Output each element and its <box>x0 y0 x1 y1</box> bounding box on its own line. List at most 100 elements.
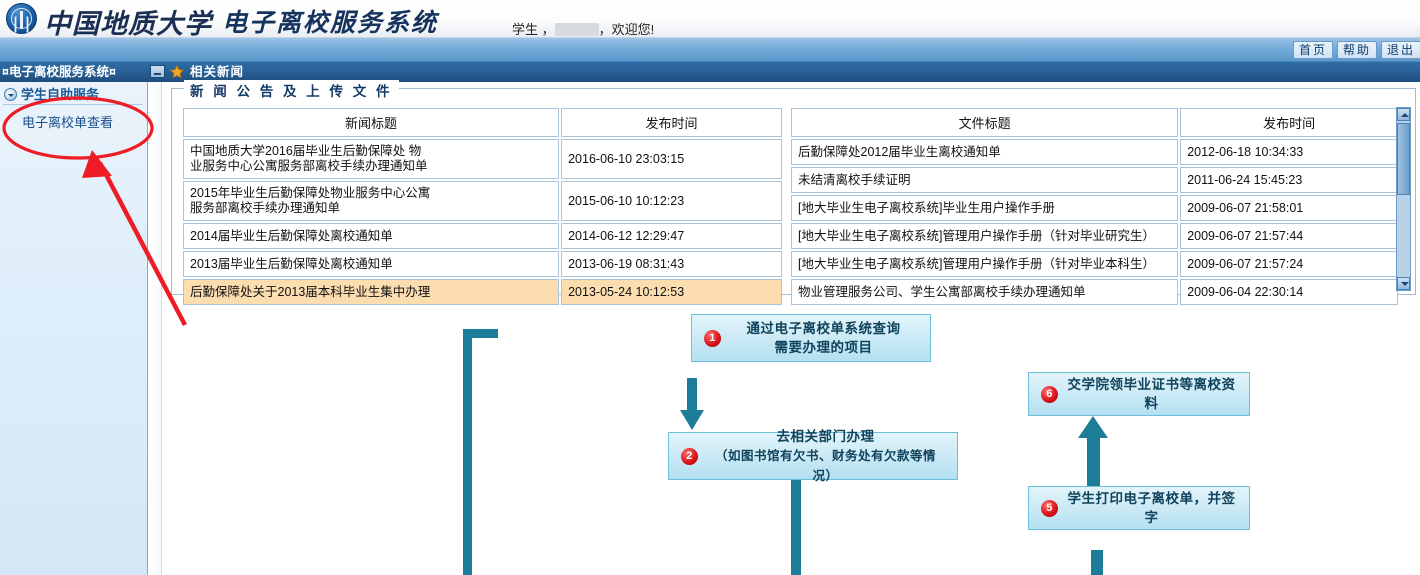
flow-step-6[interactable]: 6 交学院领毕业证书等离校资料 <box>1028 372 1250 416</box>
table-row[interactable]: [地大毕业生电子离校系统]管理用户操作手册（针对毕业本科生） 2009-06-0… <box>791 251 1398 277</box>
table-row[interactable]: 2015年毕业生后勤保障处物业服务中心公寓服务部离校手续办理通知单 2015-0… <box>183 181 782 221</box>
sidebar-item-leave-form-view[interactable]: 电子离校单查看 <box>22 115 114 130</box>
file-row-date: 2012-06-18 10:34:33 <box>1180 139 1398 165</box>
table-row[interactable]: 未结清离校手续证明 2011-06-24 15:45:23 <box>791 167 1398 193</box>
flow-step-5-text: 学生打印电子离校单，并签字 <box>1067 491 1236 525</box>
news-col-title: 新闻标题 <box>183 108 560 137</box>
connector-4-to-5-vertical <box>1091 550 1103 575</box>
file-table-wrapper: 文件标题 发布时间 后勤保障处2012届毕业生离校通知单 2012-06-18 … <box>789 106 1400 307</box>
nav-strip: 首页 帮助 退出 <box>0 38 1420 62</box>
content-header-title: 相关新闻 <box>190 65 245 79</box>
university-name: 中国地质大学 <box>44 9 212 39</box>
sidebar-group-student-services[interactable]: 学生自助服务 <box>3 85 143 105</box>
news-row-date: 2013-06-19 08:31:43 <box>561 251 782 277</box>
flow-step-1[interactable]: 1 通过电子离校单系统查询 需要办理的项目 <box>691 314 931 362</box>
connector-1-left-top <box>463 329 498 338</box>
table-row[interactable]: [地大毕业生电子离校系统]毕业生用户操作手册 2009-06-07 21:58:… <box>791 195 1398 221</box>
news-row-title[interactable]: 2014届毕业生后勤保障处离校通知单 <box>183 223 560 249</box>
news-fieldset: 新 闻 公 告 及 上 传 文 件 新闻标题 发布时间 中国地质大学2016届毕… <box>171 80 1416 305</box>
file-table-header-row: 文件标题 发布时间 <box>791 108 1398 137</box>
news-col-date: 发布时间 <box>561 108 782 137</box>
nav-button-help[interactable]: 帮助 <box>1336 41 1377 59</box>
file-col-title: 文件标题 <box>791 108 1179 137</box>
connector-2-to-3-vertical <box>791 468 801 575</box>
system-title: 电子离校服务系统 <box>222 8 439 37</box>
file-row-title[interactable]: 物业管理服务公司、学生公寓部离校手续办理通知单 <box>791 279 1179 305</box>
news-table-body: 中国地质大学2016届毕业生后勤保障处 物业服务中心公寓服务部离校手续办理通知单… <box>183 139 782 305</box>
scroll-down-arrow-icon[interactable] <box>1397 277 1410 290</box>
news-row-title[interactable]: 2013届毕业生后勤保障处离校通知单 <box>183 251 560 277</box>
minimize-panel-button[interactable] <box>150 65 165 78</box>
flow-step-2-line1: 去相关部门办理 <box>776 428 875 444</box>
fieldset-legend: 新 闻 公 告 及 上 传 文 件 <box>184 80 399 100</box>
scroll-up-arrow-icon[interactable] <box>1397 108 1410 121</box>
flow-step-1-text: 通过电子离校单系统查询 需要办理的项目 <box>729 319 930 357</box>
panel-header-bar <box>0 62 1420 82</box>
file-row-date: 2009-06-07 21:58:01 <box>1180 195 1398 221</box>
news-row-date: 2015-06-10 10:12:23 <box>561 181 782 221</box>
nav-button-logout[interactable]: 退出 <box>1380 41 1420 59</box>
news-row-title[interactable]: 中国地质大学2016届毕业生后勤保障处 物业服务中心公寓服务部离校手续办理通知单 <box>183 139 560 179</box>
file-row-title[interactable]: [地大毕业生电子离校系统]管理用户操作手册（针对毕业本科生） <box>791 251 1179 277</box>
main-content: 新 闻 公 告 及 上 传 文 件 新闻标题 发布时间 中国地质大学2016届毕… <box>163 80 1420 575</box>
university-emblem-icon <box>6 3 37 34</box>
file-table-scrollbar[interactable] <box>1396 107 1411 291</box>
file-row-title[interactable]: 后勤保障处2012届毕业生离校通知单 <box>791 139 1179 165</box>
sidebar-divider <box>148 82 162 575</box>
flow-step-1-line1: 通过电子离校单系统查询 <box>746 321 901 336</box>
flow-step-2[interactable]: 2 去相关部门办理 （如图书馆有欠书、财务处有欠款等情况） <box>668 429 958 483</box>
nav-button-home[interactable]: 首页 <box>1292 41 1333 59</box>
scrollbar-thumb[interactable] <box>1397 123 1410 195</box>
username-redacted <box>554 23 599 36</box>
table-row[interactable]: 2014届毕业生后勤保障处离校通知单 2014-06-12 12:29:47 <box>183 223 782 249</box>
news-row-date: 2016-06-10 23:03:15 <box>561 139 782 179</box>
table-row[interactable]: 中国地质大学2016届毕业生后勤保障处 物业服务中心公寓服务部离校手续办理通知单… <box>183 139 782 179</box>
user-greeting: 学生 ，，欢迎您! <box>512 19 654 38</box>
news-row-title[interactable]: 后勤保障处关于2013届本科毕业生集中办理 <box>183 279 560 305</box>
file-row-date: 2009-06-07 21:57:24 <box>1180 251 1398 277</box>
file-row-title[interactable]: [地大毕业生电子离校系统]毕业生用户操作手册 <box>791 195 1179 221</box>
file-row-date: 2009-06-07 21:57:44 <box>1180 223 1398 249</box>
news-row-date: 2013-05-24 10:12:53 <box>561 279 782 305</box>
news-table-header-row: 新闻标题 发布时间 <box>183 108 782 137</box>
news-row-title[interactable]: 2015年毕业生后勤保障处物业服务中心公寓服务部离校手续办理通知单 <box>183 181 560 221</box>
connector-1-left-vertical <box>463 329 472 575</box>
flow-step-6-text: 交学院领毕业证书等离校资料 <box>1067 377 1236 411</box>
connector-1-to-2-vertical <box>687 378 697 412</box>
table-row[interactable]: 2013届毕业生后勤保障处离校通知单 2013-06-19 08:31:43 <box>183 251 782 277</box>
nav-buttons: 首页 帮助 退出 <box>1292 41 1420 59</box>
file-col-date: 发布时间 <box>1180 108 1398 137</box>
file-row-date: 2009-06-04 22:30:14 <box>1180 279 1398 305</box>
news-row-date: 2014-06-12 12:29:47 <box>561 223 782 249</box>
news-table-wrapper: 新闻标题 发布时间 中国地质大学2016届毕业生后勤保障处 物业服务中心公寓服务… <box>181 106 784 307</box>
step-badge-6: 6 <box>1041 385 1058 403</box>
greeting-suffix: ，欢迎您! <box>598 22 655 37</box>
flow-step-2-text: 去相关部门办理 （如图书馆有欠书、财务处有欠款等情况） <box>706 427 957 486</box>
flow-step-1-line2: 需要办理的项目 <box>774 340 873 355</box>
flow-step-2-line2: （如图书馆有欠书、财务处有欠款等情况） <box>714 448 936 483</box>
star-icon <box>169 64 185 79</box>
sidebar: 学生自助服务 电子离校单查看 <box>0 82 148 575</box>
table-row[interactable]: 物业管理服务公司、学生公寓部离校手续办理通知单 2009-06-04 22:30… <box>791 279 1398 305</box>
table-row[interactable]: [地大毕业生电子离校系统]管理用户操作手册（针对毕业研究生） 2009-06-0… <box>791 223 1398 249</box>
step-badge-2: 2 <box>681 447 698 465</box>
step-badge-5: 5 <box>1041 499 1058 517</box>
sidebar-group-label: 学生自助服务 <box>21 87 100 102</box>
file-row-title[interactable]: 未结清离校手续证明 <box>791 167 1179 193</box>
arrow-into-step-6-icon <box>1078 416 1108 438</box>
chevron-down-circle-icon <box>4 88 17 101</box>
file-table: 文件标题 发布时间 后勤保障处2012届毕业生离校通知单 2012-06-18 … <box>789 106 1400 307</box>
file-table-body: 后勤保障处2012届毕业生离校通知单 2012-06-18 10:34:33 未… <box>791 139 1398 305</box>
file-row-title[interactable]: [地大毕业生电子离校系统]管理用户操作手册（针对毕业研究生） <box>791 223 1179 249</box>
table-row[interactable]: 后勤保障处关于2013届本科毕业生集中办理 2013-05-24 10:12:5… <box>183 279 782 305</box>
app-banner: 中国地质大学 电子离校服务系统 学生 ，，欢迎您! <box>0 0 1420 39</box>
news-table: 新闻标题 发布时间 中国地质大学2016届毕业生后勤保障处 物业服务中心公寓服务… <box>181 106 784 307</box>
connector-5-to-6-vertical <box>1087 436 1100 486</box>
table-row[interactable]: 后勤保障处2012届毕业生离校通知单 2012-06-18 10:34:33 <box>791 139 1398 165</box>
file-row-date: 2011-06-24 15:45:23 <box>1180 167 1398 193</box>
arrow-into-step-2-icon <box>680 410 704 430</box>
sidebar-panel-title: ¤电子离校服务系统¤ <box>0 62 148 82</box>
flow-step-5[interactable]: 5 学生打印电子离校单，并签字 <box>1028 486 1250 530</box>
step-badge-1: 1 <box>704 329 721 347</box>
